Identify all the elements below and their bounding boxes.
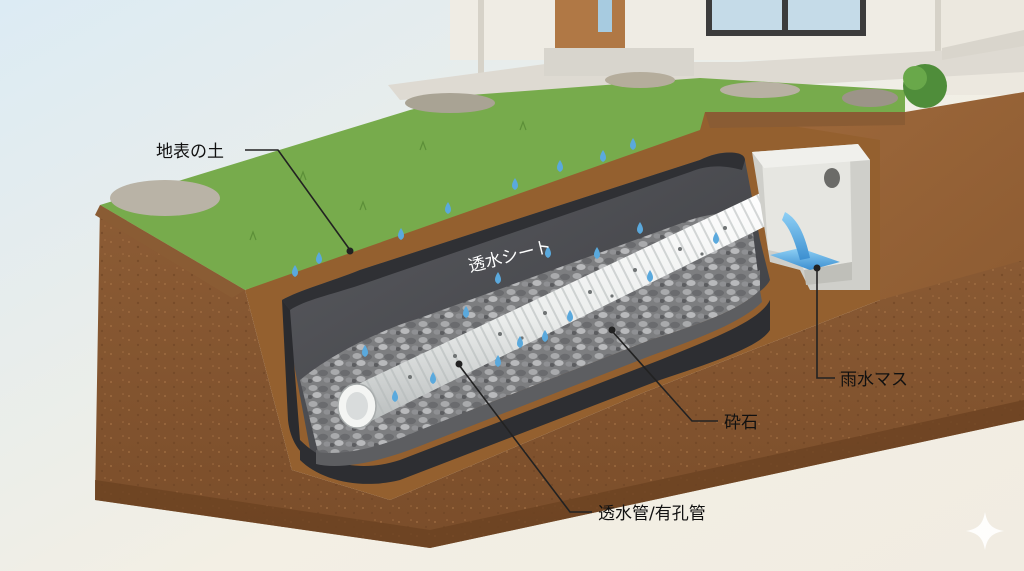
- water-flow: [782, 212, 810, 260]
- label-crushed-stone: 砕石: [724, 413, 758, 433]
- leader-lines: [245, 149, 835, 513]
- sparkle-icon: [966, 512, 1004, 550]
- label-perforated-pipe: 透水管/有孔管: [598, 504, 706, 524]
- water-droplets: [292, 138, 719, 402]
- house: [388, 0, 1024, 100]
- label-surface-soil: 地表の土: [156, 142, 224, 162]
- grass-surface: [95, 64, 947, 298]
- label-rain-basin: 雨水マス: [840, 370, 908, 390]
- rain-water-basin: [752, 144, 870, 290]
